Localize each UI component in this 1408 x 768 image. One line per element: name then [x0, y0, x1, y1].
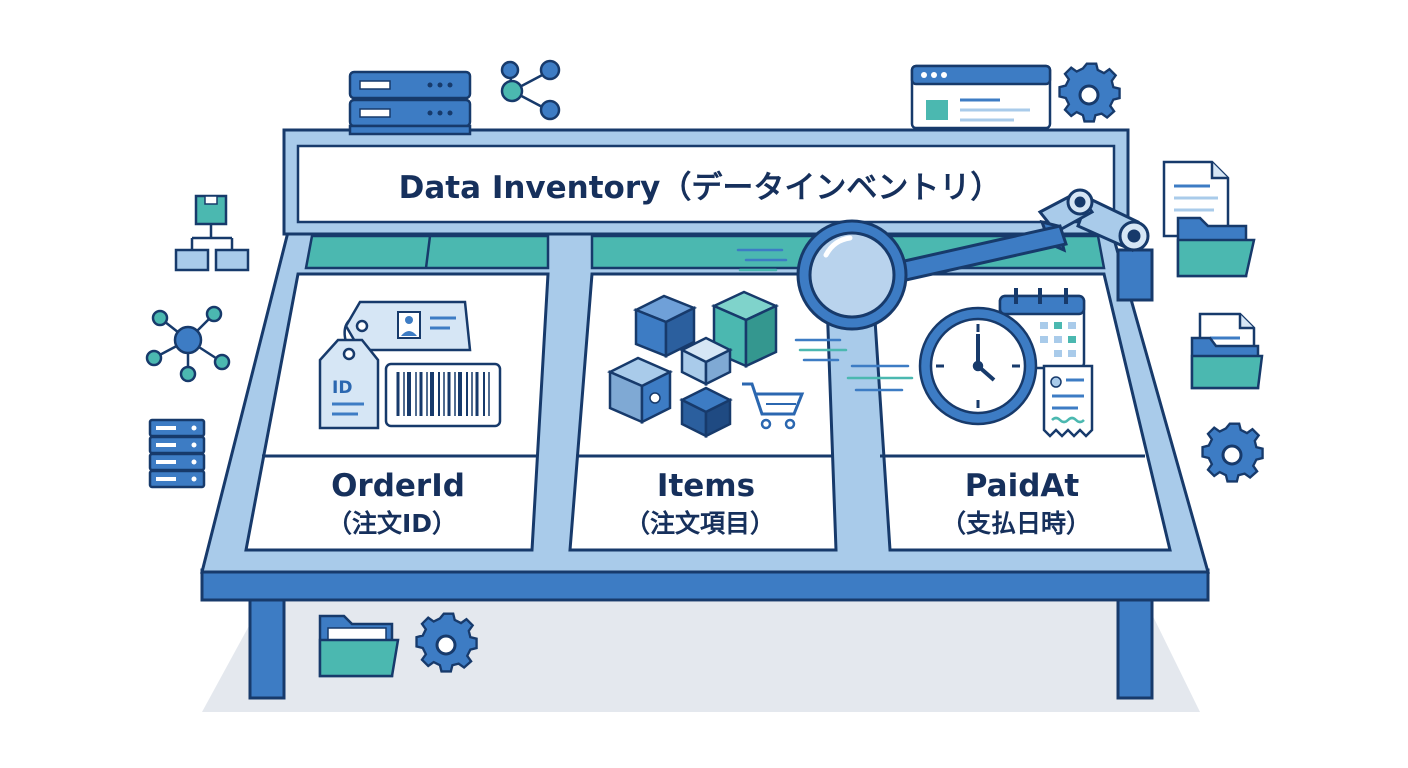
category-label-orderid: OrderId: [331, 468, 465, 504]
clock-calendar-receipt-icon: [918, 288, 1094, 438]
magnifier-icon: [796, 219, 1068, 331]
gear-icon: [1201, 422, 1265, 483]
title-board: Data Inventory（データインベントリ）: [282, 128, 1130, 236]
id-tag-label: ID: [332, 378, 352, 398]
category-label-paidat: PaidAt: [965, 468, 1080, 504]
category-sublabel-orderid: （注文ID）: [327, 509, 457, 538]
category-sublabel-items: （注文項目）: [625, 509, 775, 538]
folder-icon: [1176, 216, 1256, 278]
share-network-icon: [500, 59, 561, 121]
server-stack-icon: [148, 418, 206, 489]
network-hub-icon: [145, 305, 231, 383]
boxes-cart-icon: [607, 290, 805, 439]
category-sublabel-paidat: （支払日時）: [941, 509, 1091, 538]
gear-icon: [415, 612, 479, 673]
table-front-edge: [200, 568, 1210, 602]
page-title: Data Inventory（データインベントリ）: [399, 170, 1002, 206]
gear-icon: [1058, 62, 1122, 123]
category-label-items: Items: [657, 468, 755, 504]
robot-arm-icon: [1037, 188, 1154, 302]
category-labels: OrderId （注文ID） Items （注文項目） PaidAt （支払日時…: [327, 468, 1091, 538]
id-tag-barcode-icon: ID: [318, 300, 502, 430]
folder-icon: [318, 614, 400, 678]
browser-window-icon: [910, 64, 1052, 130]
motion-dashes: [736, 248, 914, 392]
server-icon: [348, 70, 472, 136]
hierarchy-icon: [174, 194, 250, 272]
folder-icon: [1190, 336, 1264, 390]
